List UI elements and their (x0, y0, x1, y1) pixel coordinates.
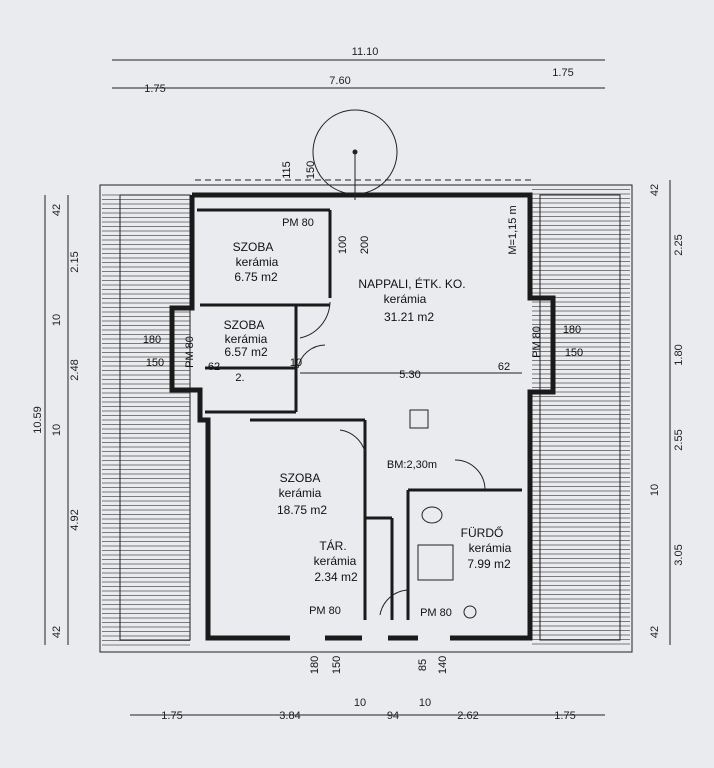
dim-right-b: 2.25 (673, 234, 685, 255)
dim-right-g: 42 (649, 626, 661, 638)
roof-inner-right (539, 194, 621, 641)
opening-bottom-140: 140 (437, 656, 449, 674)
sink-icon (463, 605, 477, 619)
opening-left-180: 180 (143, 334, 161, 346)
dim-left-d: 2.48 (69, 359, 81, 380)
room-nappali-name: NAPPALI, ÉTK. KO. (358, 276, 465, 291)
door-swing-2 (297, 344, 326, 369)
pm80-top: PM 80 (282, 217, 314, 229)
interior-walls (197, 208, 522, 620)
door-swing-3 (339, 429, 366, 453)
shower-icon (417, 544, 454, 581)
dim-left-c: 10 (51, 314, 63, 326)
roof-inner-left (119, 194, 191, 641)
wall-dim-530: 5.30 (399, 369, 420, 381)
door-swing-5 (379, 589, 409, 616)
opening-left-150: 150 (146, 357, 164, 369)
height-label-m: M=1,15 m (507, 205, 519, 254)
opening-right-150: 150 (565, 347, 583, 359)
opening-right-180: 180 (563, 324, 581, 336)
toilet-icon (421, 506, 443, 524)
room-tar-area: 2.34 m2 (314, 570, 358, 584)
pm80-right: PM 80 (531, 326, 543, 358)
dim-left-e: 10 (51, 424, 63, 436)
dim-right-f: 3.05 (673, 544, 685, 565)
opening-bottom-180: 180 (309, 656, 321, 674)
entrance-center (352, 149, 358, 155)
door-label-100: 100 (337, 236, 349, 254)
dim-left-b: 2.15 (69, 251, 81, 272)
wall-dim-2x: 2. (235, 372, 244, 384)
room-szoba2-name: SZOBA (224, 318, 265, 332)
room-szoba2-floor: kerámia (225, 332, 268, 346)
roof-outline (99, 184, 633, 653)
room-szoba3-area: 18.75 m2 (277, 503, 327, 517)
dim-top-left: 1.75 (144, 83, 165, 95)
pm80-bottom-right: PM 80 (420, 607, 452, 619)
room-szoba2-area: 6.57 m2 (224, 345, 268, 359)
dim-right-d: 2.55 (673, 429, 685, 450)
dim-bottom-e: 10 (419, 697, 431, 709)
room-tar-floor: kerámia (314, 554, 357, 568)
room-szoba1-floor: kerámia (236, 255, 279, 269)
room-nappali-floor: kerámia (384, 292, 427, 306)
dimension-lines (44, 59, 671, 716)
dim-bottom-d: 94 (387, 710, 399, 722)
dim-right-e: 10 (649, 484, 661, 496)
dim-left-a: 42 (51, 204, 63, 216)
roof-hatch-right (532, 184, 630, 645)
dim-right-c: 1.80 (673, 344, 685, 365)
opening-mid-10: 10 (290, 357, 302, 369)
room-szoba3-floor: kerámia (279, 486, 322, 500)
dim-right-a: 42 (649, 184, 661, 196)
opening-top-150: 150 (305, 161, 317, 179)
dim-top-mid: 7.60 (329, 75, 350, 87)
opening-bottom-150: 150 (331, 656, 343, 674)
opening-right-62: 62 (498, 361, 510, 373)
room-furdo-floor: kerámia (469, 541, 512, 555)
opening-left-62: 62 (208, 361, 220, 373)
dim-left-g: 42 (51, 626, 63, 638)
room-szoba1-area: 6.75 m2 (234, 270, 278, 284)
pm80-bottom-left: PM 80 (309, 605, 341, 617)
dim-bottom-a: 1.75 (161, 710, 182, 722)
room-szoba3-name: SZOBA (280, 471, 321, 485)
dim-bottom-g: 1.75 (554, 710, 575, 722)
chimney (409, 409, 429, 429)
height-label-bm: BM:2,30m (387, 459, 437, 471)
room-furdo-area: 7.99 m2 (467, 557, 511, 571)
dim-bottom-c: 10 (354, 697, 366, 709)
room-tar-name: TÁR. (319, 538, 346, 553)
room-szoba1-name: SZOBA (233, 240, 274, 254)
dim-bottom-f: 2.62 (457, 710, 478, 722)
door-swing-1 (299, 301, 331, 339)
dim-top-total: 11.10 (352, 46, 379, 58)
room-nappali-area: 31.21 m2 (384, 310, 434, 324)
dim-left-total: 10.59 (32, 406, 44, 434)
door-swing-4 (454, 459, 486, 491)
exterior-wall (169, 192, 556, 641)
dim-top-right: 1.75 (552, 67, 573, 79)
opening-top-115: 115 (281, 161, 293, 179)
pm80-left: PM 80 (184, 336, 196, 368)
opening-bottom-85: 85 (417, 659, 429, 671)
room-furdo-name: FÜRDŐ (461, 525, 504, 540)
dim-left-f: 4.92 (69, 509, 81, 530)
door-label-200: 200 (359, 236, 371, 254)
dim-bottom-b: 3.84 (279, 710, 300, 722)
roof-hatch-left (102, 194, 190, 646)
